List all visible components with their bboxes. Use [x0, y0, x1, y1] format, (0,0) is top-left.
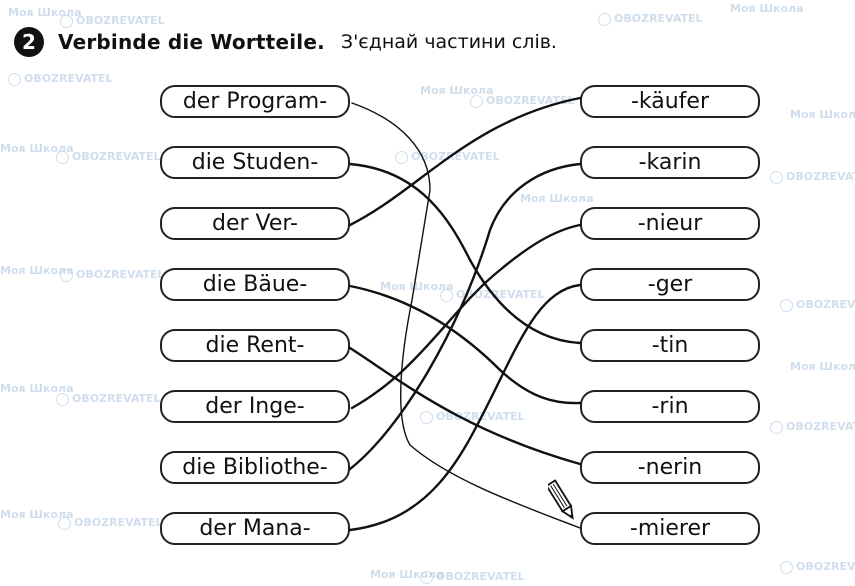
watermark: OBOZREVATEL — [60, 268, 165, 282]
obozrevatel-logo-icon — [60, 14, 73, 28]
watermark: Моя Школа — [730, 2, 804, 15]
right-word-part[interactable]: -ger — [580, 268, 760, 301]
left-word-part[interactable]: der Ver- — [160, 207, 350, 240]
watermark: Моя Школа — [520, 192, 594, 205]
watermark: OBOZREVATEL — [56, 150, 161, 164]
obozrevatel-logo-icon — [56, 392, 69, 406]
left-word-part[interactable]: der Inge- — [160, 390, 350, 423]
right-word-part[interactable]: -käufer — [580, 85, 760, 118]
watermark: OBOZREVATEL — [440, 288, 545, 302]
instruction-ukrainian: З'єднай частини слів. — [340, 31, 557, 53]
obozrevatel-logo-icon — [780, 560, 793, 574]
left-word-part[interactable]: die Bibliothe- — [160, 451, 350, 484]
obozrevatel-logo-icon — [780, 298, 793, 312]
obozrevatel-logo-icon — [58, 516, 71, 530]
connection-line — [348, 162, 582, 345]
watermark: OBOZREVATEL — [60, 14, 165, 28]
watermark: OBOZREVATEL — [395, 150, 500, 164]
left-word-part[interactable]: der Program- — [160, 85, 350, 118]
obozrevatel-logo-icon — [60, 268, 73, 282]
watermark: OBOZREVATEL — [770, 420, 855, 434]
connection-line — [348, 284, 582, 405]
right-word-part[interactable]: -karin — [580, 146, 760, 179]
connection-line — [348, 346, 582, 466]
watermark: Моя Школа — [790, 108, 855, 121]
obozrevatel-logo-icon — [8, 72, 21, 86]
right-word-part[interactable]: -tin — [580, 329, 760, 362]
watermark: OBOZREVATEL — [780, 298, 855, 312]
obozrevatel-logo-icon — [440, 288, 453, 302]
obozrevatel-logo-icon — [56, 150, 69, 164]
watermark: OBOZREVATEL — [470, 94, 575, 108]
left-word-part[interactable]: der Mana- — [160, 512, 350, 545]
pencil-icon — [548, 479, 574, 520]
connection-line — [350, 223, 582, 410]
watermark: OBOZREVATEL — [8, 72, 113, 86]
obozrevatel-logo-icon — [770, 420, 783, 434]
right-word-part[interactable]: -rin — [580, 390, 760, 423]
obozrevatel-logo-icon — [420, 410, 433, 424]
instruction-german: Verbinde die Wortteile. — [58, 30, 325, 54]
connection-line — [348, 283, 582, 532]
obozrevatel-logo-icon — [420, 570, 433, 584]
watermark: OBOZREVATEL — [780, 560, 855, 574]
watermark: OBOZREVATEL — [420, 410, 525, 424]
watermark: OBOZREVATEL — [58, 516, 163, 530]
right-word-part[interactable]: -nerin — [580, 451, 760, 484]
left-word-part[interactable]: die Studen- — [160, 146, 350, 179]
right-word-part[interactable]: -mierer — [580, 512, 760, 545]
watermark: OBOZREVATEL — [770, 170, 855, 184]
watermark: OBOZREVATEL — [56, 392, 161, 406]
obozrevatel-logo-icon — [395, 150, 408, 164]
watermark: Моя Школа — [420, 84, 494, 97]
watermark: Моя Школа — [0, 142, 74, 155]
task-header: 2 Verbinde die Wortteile. З'єднай частин… — [14, 24, 557, 60]
watermark: OBOZREVATEL — [420, 570, 525, 584]
watermark: Моя Школа — [790, 360, 855, 373]
obozrevatel-logo-icon — [470, 94, 483, 108]
watermark: OBOZREVATEL — [598, 12, 703, 26]
connection-line — [351, 102, 581, 529]
left-word-part[interactable]: die Bäue- — [160, 268, 350, 301]
obozrevatel-logo-icon — [770, 170, 783, 184]
right-word-part[interactable]: -nieur — [580, 207, 760, 240]
watermark: Моя Школа — [0, 382, 74, 395]
watermark: Моя Школа — [0, 264, 74, 277]
obozrevatel-logo-icon — [598, 12, 611, 26]
left-word-part[interactable]: die Rent- — [160, 329, 350, 362]
watermark: Моя Школа — [0, 508, 74, 521]
task-number-badge: 2 — [14, 27, 44, 57]
